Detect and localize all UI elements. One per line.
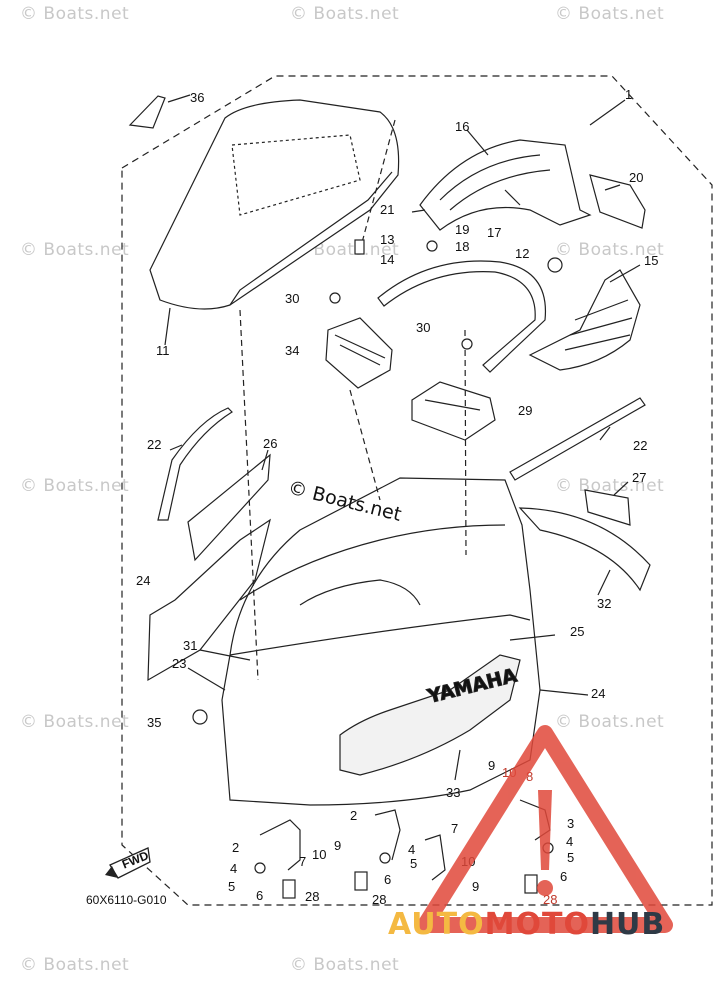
- grommet-12: [547, 257, 563, 273]
- callout-34: 34: [285, 343, 299, 358]
- callout-26: 26: [263, 436, 277, 451]
- callout-35: 35: [147, 715, 161, 730]
- decal-20: [589, 174, 646, 229]
- brand-part-hub: HUB: [589, 907, 666, 942]
- callout-9b: 9: [488, 758, 495, 773]
- callout-24: 24: [136, 573, 150, 588]
- seal-22-left: [157, 407, 233, 521]
- callout-6: 6: [256, 888, 263, 903]
- watermark: © Boats.net: [20, 955, 130, 975]
- decal-27: [584, 489, 631, 526]
- callout-7: 7: [299, 854, 306, 869]
- label-decal-36: [128, 95, 166, 129]
- cowling-graphic: [339, 654, 521, 776]
- callout-22b: 22: [633, 438, 647, 453]
- rear-grille-16: [419, 139, 592, 231]
- grommet-35: [192, 709, 208, 725]
- callout-labels: 1 2 2 3 4 4 4 5 5 5 6 6 6 7 7 8 9 9 9 10…: [136, 87, 658, 907]
- fwd-arrow: FWD: [105, 847, 151, 879]
- callout-27: 27: [632, 470, 646, 485]
- callout-16: 16: [455, 119, 469, 134]
- decal-24-left: [147, 518, 271, 682]
- seal-22-right: [509, 397, 646, 481]
- callout-24b: 24: [591, 686, 605, 701]
- watermark: © Boats.net: [555, 476, 665, 496]
- callout-28b: 28: [372, 892, 386, 907]
- callout-4: 4: [230, 861, 237, 876]
- callout-32: 32: [597, 596, 611, 611]
- decal-32: [518, 507, 651, 592]
- callout-5: 5: [228, 879, 235, 894]
- brand-wordmark: AUTOMOTOHUB: [388, 907, 665, 942]
- watermark: © Boats.net: [555, 4, 665, 24]
- callout-6c: 6: [560, 869, 567, 884]
- grommet-30b: [461, 338, 473, 350]
- callout-11: 11: [156, 343, 170, 358]
- grommet-28c: [524, 874, 538, 894]
- callout-5b: 5: [410, 856, 417, 871]
- watermark: © Boats.net: [290, 4, 400, 24]
- callout-6b: 6: [384, 872, 391, 887]
- watermark: © Boats.net: [20, 4, 130, 24]
- callout-20: 20: [629, 170, 643, 185]
- callout-2: 2: [232, 840, 239, 855]
- callout-7b: 7: [451, 821, 458, 836]
- bracket-mid: [374, 809, 401, 861]
- callout-33: 33: [446, 785, 460, 800]
- callout-17: 17: [487, 225, 501, 240]
- callout-30b: 30: [416, 320, 430, 335]
- watermark: © Boats.net: [555, 240, 665, 260]
- callout-23: 23: [172, 656, 186, 671]
- callout-10: 10: [312, 847, 326, 862]
- bracket-left: [259, 819, 301, 871]
- callout-28: 28: [305, 889, 319, 904]
- callout-5c: 5: [567, 850, 574, 865]
- bracket-29: [411, 381, 496, 441]
- callout-12: 12: [515, 246, 529, 261]
- callout-15: 15: [644, 253, 658, 268]
- grommet-28b: [354, 871, 368, 891]
- callout-19: 19: [455, 222, 469, 237]
- bracket-34: [325, 317, 393, 389]
- grommet-30a: [329, 292, 341, 304]
- brand-part-auto: AUTO: [388, 907, 485, 942]
- collar-13: [354, 239, 365, 255]
- watermark: © Boats.net: [20, 240, 130, 260]
- callout-18: 18: [455, 239, 469, 254]
- watermark: © Boats.net: [20, 476, 130, 496]
- seal-17: [377, 260, 547, 373]
- callout-3: 3: [567, 816, 574, 831]
- callout-9: 9: [334, 838, 341, 853]
- bracket-right: [424, 834, 446, 881]
- callout-29: 29: [518, 403, 532, 418]
- callout-25: 25: [570, 624, 584, 639]
- callout-2b: 2: [350, 808, 357, 823]
- callout-13: 13: [380, 232, 394, 247]
- brand-warning-triangle: [417, 725, 673, 933]
- callout-9c: 9: [472, 879, 479, 894]
- lower-grille-15: [528, 269, 641, 371]
- watermark: © Boats.net: [555, 712, 665, 732]
- callout-36: 36: [190, 90, 204, 105]
- decal-26: [187, 453, 271, 562]
- callout-1: 1: [625, 87, 632, 102]
- diagram-code: 60X6110-G010: [86, 893, 167, 907]
- callout-14: 14: [380, 252, 394, 267]
- callout-30: 30: [285, 291, 299, 306]
- brand-part-moto: MOTO: [484, 907, 590, 942]
- callout-22: 22: [147, 437, 161, 452]
- callout-8: 8: [526, 769, 533, 784]
- callout-21: 21: [380, 202, 394, 217]
- watermark: © Boats.net: [290, 955, 400, 975]
- grommet-28a: [282, 879, 296, 899]
- nut-18: [426, 240, 438, 252]
- callout-31: 31: [183, 638, 197, 653]
- callout-4c: 4: [566, 834, 573, 849]
- callout-4b: 4: [408, 842, 415, 857]
- watermark: © Boats.net: [20, 712, 130, 732]
